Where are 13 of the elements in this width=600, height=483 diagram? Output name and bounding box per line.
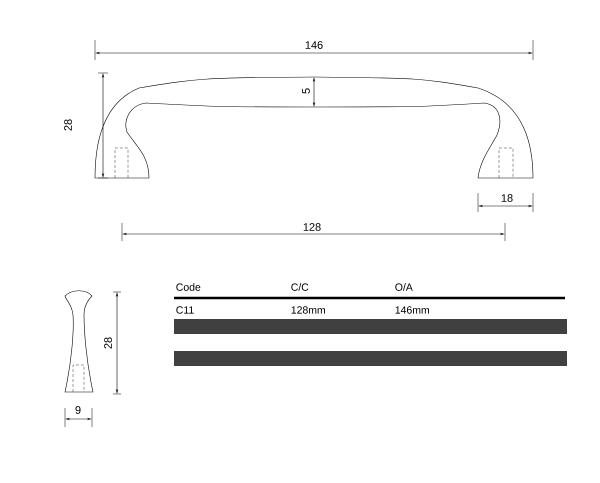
table-cell: 146mm	[396, 306, 429, 314]
dimension-text: 28	[104, 337, 112, 349]
dimension-text: 18	[502, 194, 513, 202]
dimension-text: 5	[302, 88, 310, 94]
table-header: O/A	[395, 283, 413, 291]
table-cell: 128mm	[292, 306, 325, 314]
dimension-text: 128	[304, 223, 321, 231]
table-header: C/C	[291, 283, 308, 291]
table-cell: C11	[176, 306, 194, 314]
dimension-text: 146	[306, 41, 323, 49]
table-header: Code	[176, 283, 200, 291]
dimension-text: 9	[75, 406, 81, 414]
dimension-text: 28	[64, 119, 72, 131]
